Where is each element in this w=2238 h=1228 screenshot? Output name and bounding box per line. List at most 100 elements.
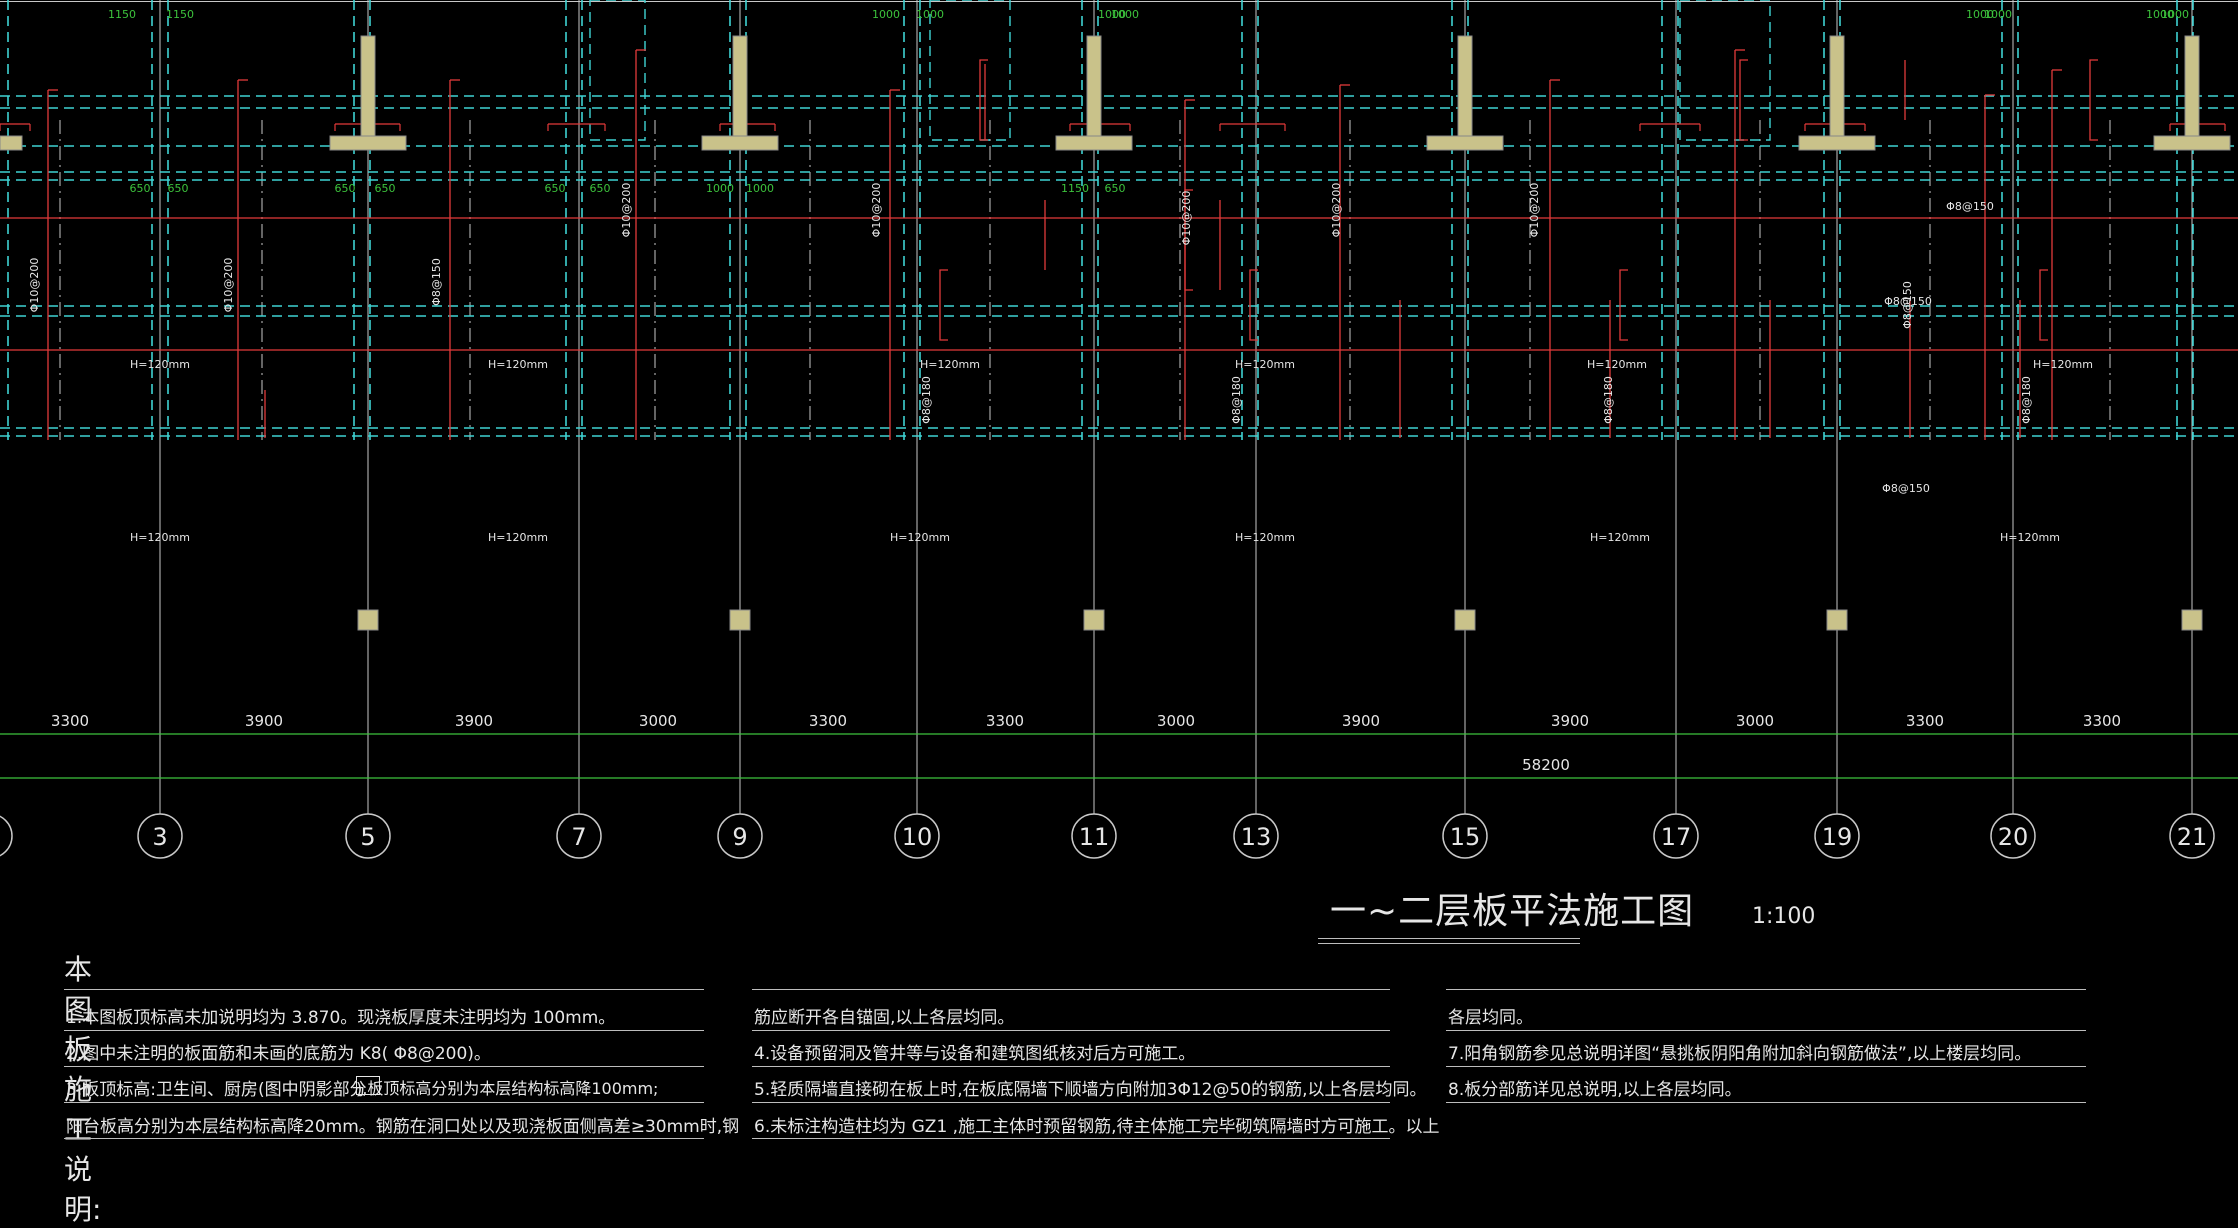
notes-rule [64, 1030, 704, 1031]
top-dimension-label: 1000 [1111, 8, 1139, 21]
slab-thickness-label: H=120mm [2033, 358, 2093, 371]
drawing-title: 一~二层板平法施工图 [1330, 891, 1695, 932]
structural-column [2181, 609, 2203, 631]
rebar-bracket [1249, 269, 1258, 341]
rebar-spec-label: Φ8@180 [920, 376, 933, 424]
wall-column [701, 135, 779, 151]
top-dimension-label: 1000 [1966, 8, 1994, 21]
small-dimension-label: 650 [1105, 182, 1126, 195]
axis-bubble [1653, 813, 1699, 859]
axis-bubble [1990, 813, 2036, 859]
small-dimension-label: 650 [545, 182, 566, 195]
rebar-spec-label: Φ10@200 [870, 183, 883, 238]
rebar-spec-label: Φ10@200 [222, 258, 235, 313]
axis-number: 3 [152, 823, 167, 851]
small-dimension-label: 1000 [746, 182, 774, 195]
rebar-spec-label: Φ8@150 [1882, 482, 1930, 495]
room-outline [589, 0, 646, 141]
axis-bubble [1071, 813, 1117, 859]
span-dimension-label: 3900 [1342, 712, 1380, 730]
rebar-spec-label: Φ8@150 [1884, 295, 1932, 308]
wall-column [732, 35, 748, 137]
notes-rule [64, 989, 704, 990]
note-3-boxed: ),板顶标高分别为本层结构标高降100mm; [356, 1079, 659, 1098]
rebar-bracket [979, 59, 988, 141]
span-dimension-label: 3000 [1736, 712, 1774, 730]
small-dimension-label: 650 [168, 182, 189, 195]
note-8: 8.板分部筋详见总说明,以上各层均同。 [1448, 1080, 1742, 1100]
wall-column [1798, 135, 1876, 151]
structural-column [1826, 609, 1848, 631]
notes-rule [752, 1138, 1390, 1139]
axis-number: 17 [1661, 823, 1692, 851]
rebar-spec-label: Φ8@150 [430, 258, 443, 306]
axis-number: 13 [1241, 823, 1272, 851]
axis-number: 21 [2177, 823, 2208, 851]
axis-number: 19 [1822, 823, 1853, 851]
wall-column [1055, 135, 1133, 151]
axis-bubble [717, 813, 763, 859]
axis-bubble [0, 815, 13, 857]
span-dimension-label: 3300 [1906, 712, 1944, 730]
top-dimension-label: 1150 [108, 8, 136, 21]
axis-bubble [1814, 813, 1860, 859]
slab-thickness-label: H=120mm [890, 531, 950, 544]
notes-rule [64, 1138, 704, 1139]
rebar-spec-label: Φ8@150 [1946, 200, 1994, 213]
axis-number: 7 [571, 823, 586, 851]
span-dimension-label: 3900 [245, 712, 283, 730]
rebar-spec-label: Φ10@200 [1528, 183, 1541, 238]
title-underline-2 [1318, 943, 1580, 944]
note-7: 7.阳角钢筋参见总说明详图“悬挑板阴阳角附加斜向钢筋做法”,以上楼层均同。 [1448, 1044, 2032, 1064]
span-dimension-label: 3300 [986, 712, 1024, 730]
note-1: 1.本图板顶标高未加说明均为 3.870。现浇板厚度未注明均为 100mm。 [66, 1008, 616, 1028]
slab-thickness-label: H=120mm [488, 531, 548, 544]
drawing-scale: 1:100 [1752, 904, 1816, 929]
note-2: 2.图中未注明的板面筋和未画的底筋为 K8( Φ8@200)。 [66, 1044, 491, 1064]
small-dimension-label: 1000 [706, 182, 734, 195]
notes-rule [1446, 1066, 2086, 1067]
rebar-spec-label: Φ8@180 [1602, 376, 1615, 424]
top-dimension-label: 1000 [2161, 8, 2189, 21]
rebar-bracket [2039, 269, 2048, 341]
rebar-spec-label: Φ8@180 [2020, 376, 2033, 424]
rebar-spec-label: Φ8@180 [1230, 376, 1243, 424]
span-dimension-label: 3900 [455, 712, 493, 730]
note-6-end: 各层均同。 [1448, 1008, 1533, 1028]
span-dimension-label: 3000 [1157, 712, 1195, 730]
axis-number: 9 [732, 823, 747, 851]
rebar-bracket [2089, 59, 2098, 141]
total-dimension-label: 58200 [1522, 756, 1570, 774]
axis-number: 15 [1450, 823, 1481, 851]
rebar-bracket [1619, 269, 1628, 341]
span-dimension-label: 3000 [639, 712, 677, 730]
small-dimension-label: 650 [590, 182, 611, 195]
notes-rule [752, 1066, 1390, 1067]
slab-thickness-label: H=120mm [920, 358, 980, 371]
note-4: 4.设备预留洞及管井等与设备和建筑图纸核对后方可施工。 [754, 1044, 1196, 1064]
note-3: 3.板顶标高:卫生间、厨房(图中阴影部分 [66, 1080, 367, 1100]
axis-bubble [1233, 813, 1279, 859]
rebar-bracket [939, 269, 948, 341]
structural-column [729, 609, 751, 631]
slab-thickness-label: H=120mm [1587, 358, 1647, 371]
slab-thickness-label: H=120mm [488, 358, 548, 371]
dimension-lines [0, 733, 2238, 779]
slab-thickness-label: H=120mm [2000, 531, 2060, 544]
rebar-spec-label: Φ8@150 [1901, 281, 1914, 329]
axis-bubble [1442, 813, 1488, 859]
notes-rule [1446, 1102, 2086, 1103]
rebar-spec-label: Φ10@200 [28, 258, 41, 313]
room-outline [929, 0, 1011, 141]
axis-number: 11 [1079, 823, 1110, 851]
span-dimension-label: 3300 [809, 712, 847, 730]
wall-column [2184, 35, 2200, 137]
wall-column [360, 35, 376, 137]
rebar-bracket [1184, 189, 1193, 291]
rebar-spec-label: Φ10@200 [1330, 183, 1343, 238]
wall-column [0, 135, 23, 151]
structural-column [357, 609, 379, 631]
note-6: 6.未标注构造柱均为 GZ1 ,施工主体时预留钢筋,待主体施工完毕砌筑隔墙时方可… [754, 1117, 1440, 1137]
axis-bubble [2169, 813, 2215, 859]
